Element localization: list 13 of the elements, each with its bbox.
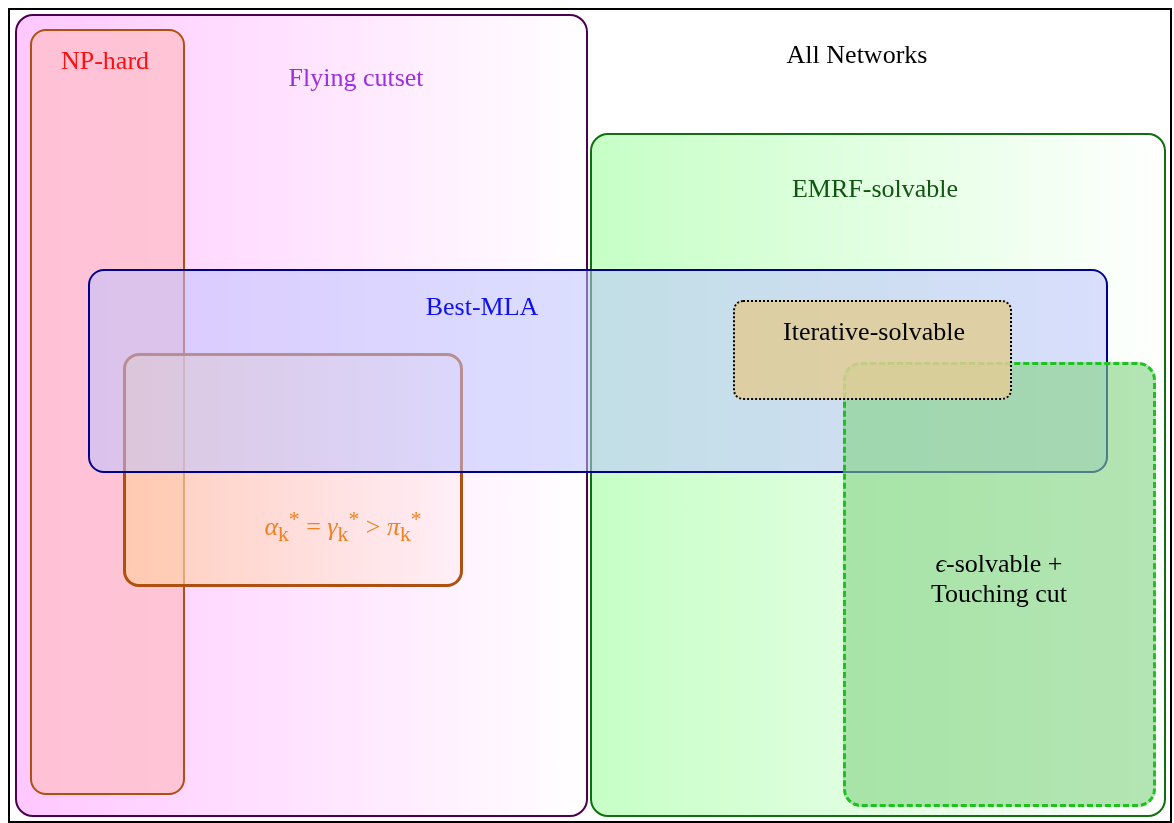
set-region bbox=[733, 300, 1012, 400]
set-label: ϵ-solvable + Touching cut bbox=[929, 549, 1069, 609]
set-region bbox=[843, 362, 1156, 807]
set-label: All Networks bbox=[786, 40, 928, 70]
set-region bbox=[8, 8, 1172, 823]
set-region bbox=[15, 14, 588, 817]
set-label: Flying cutset bbox=[288, 63, 424, 93]
set-label: NP-hard bbox=[60, 46, 150, 76]
set-region bbox=[30, 29, 185, 795]
set-label: Iterative-solvable bbox=[783, 317, 965, 347]
set-label: EMRF-solvable bbox=[791, 174, 959, 204]
set-label: Best-MLA bbox=[425, 292, 539, 322]
set-region bbox=[590, 133, 1166, 817]
